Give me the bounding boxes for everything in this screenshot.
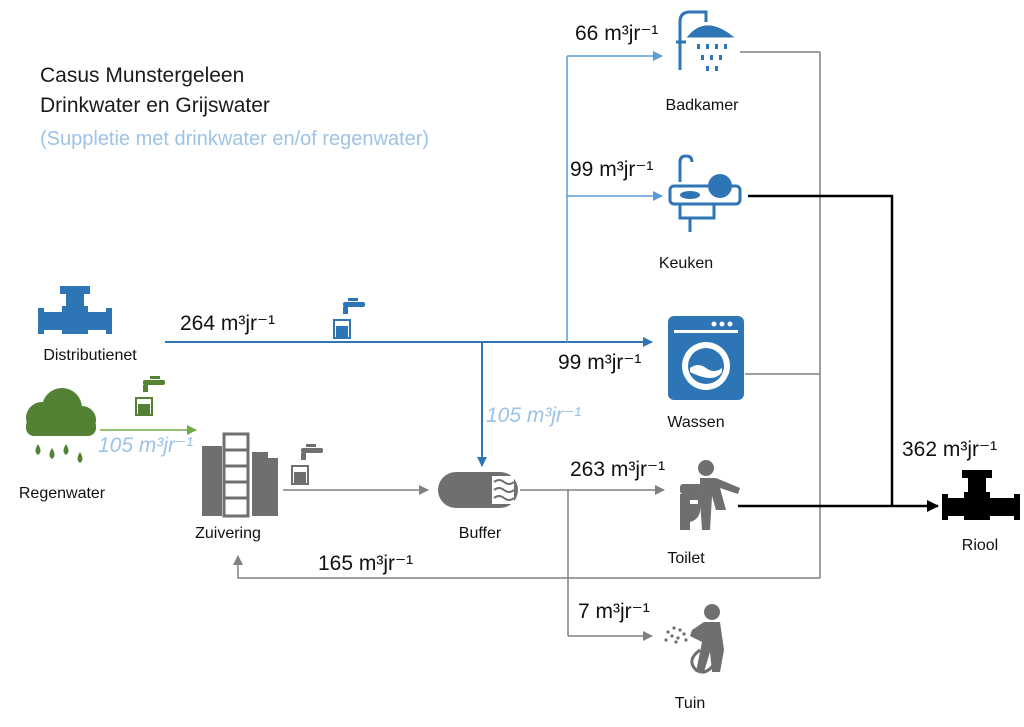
flow-label-toilet: 263 m³jr⁻¹ [570,458,665,481]
washing-machine-icon [668,316,744,400]
keuken-to-riool-line [748,194,894,506]
label-regenwater: Regenwater [19,485,106,502]
flow-label-tuin: 7 m³jr⁻¹ [578,600,650,623]
tap-icon-grey [291,444,323,485]
title-line-1: Casus Munstergeleen [40,64,244,87]
label-wassen: Wassen [667,414,724,431]
shower-drops [697,44,727,71]
flow-label-riool: 362 m³jr⁻¹ [902,438,997,461]
flow-label-buffer-supply: 105 m³jr⁻¹ [486,404,581,427]
pipe-fitting-icon [38,286,112,334]
title-line-2: Drinkwater en Grijswater [40,94,270,117]
flow-label-badkamer: 66 m³jr⁻¹ [575,22,658,45]
label-badkamer: Badkamer [666,97,740,114]
label-keuken: Keuken [659,255,713,272]
subtitle: (Suppletie met drinkwater en/of regenwat… [40,128,429,150]
tap-icon-blue [333,298,365,339]
sewer-fitting-icon [942,470,1020,520]
rain-cloud-icon [26,388,96,463]
garden-hose-icon [664,604,724,674]
label-zuivering: Zuivering [195,525,261,542]
flow-label-keuken: 99 m³jr⁻¹ [570,158,653,181]
toilet-icon [680,460,740,530]
buffer-tank-icon [438,472,518,508]
flow-label-regenwater: 105 m³jr⁻¹ [98,434,193,457]
flow-label-distributienet: 264 m³jr⁻¹ [180,312,275,335]
purification-plant-icon [202,432,278,518]
tap-icon-green [135,376,165,416]
shower-icon [676,10,735,70]
flow-label-return: 165 m³jr⁻¹ [318,552,413,575]
kitchen-sink-icon [668,154,742,232]
label-riool: Riool [962,537,998,554]
label-buffer: Buffer [459,525,502,542]
label-tuin: Tuin [675,695,706,712]
greywater-return-line [233,555,820,579]
flow-label-wassen: 99 m³jr⁻¹ [558,351,641,374]
label-distributienet: Distributienet [43,347,137,364]
label-toilet: Toilet [667,550,705,567]
